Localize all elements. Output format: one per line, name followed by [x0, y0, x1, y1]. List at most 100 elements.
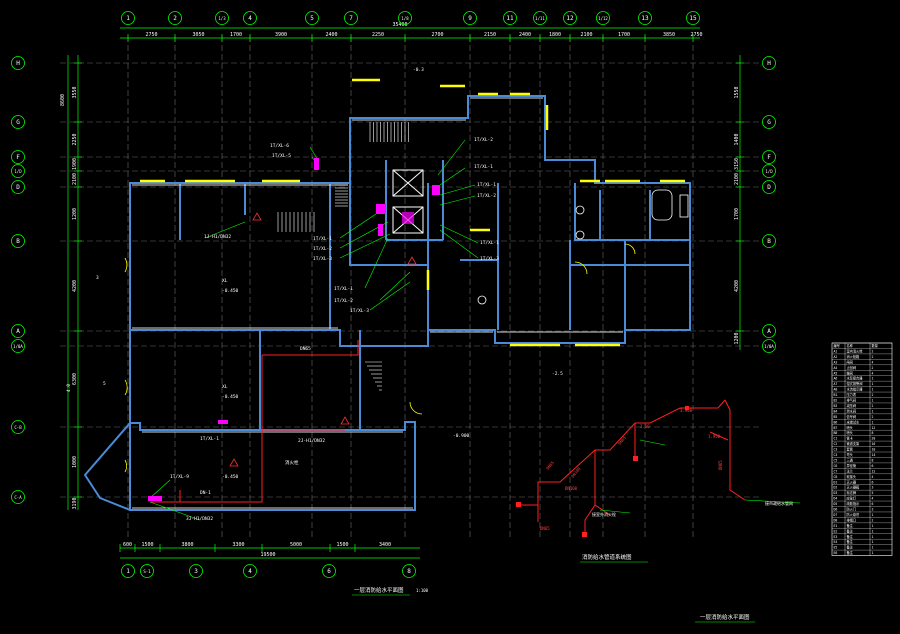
level-label-c: -0.450	[222, 474, 239, 480]
door-2	[124, 379, 128, 396]
axis-top-3-text: 4	[248, 15, 252, 22]
hydrant-3	[402, 212, 414, 224]
axis-left-2: F	[11, 150, 25, 164]
axis-left-9-circle	[11, 490, 25, 504]
legend-cell-17-1: 管卡	[847, 436, 854, 441]
iso-hydrant-2	[582, 532, 587, 537]
legend-cell-1-1: 室内消火栓	[847, 348, 864, 353]
iso-hydrant-1	[516, 502, 521, 507]
legend-cell-12-1: 泄水阀	[847, 408, 857, 413]
legend-cell-11-1: 减压阀	[847, 403, 857, 408]
axis-left-7-text: 1/0A	[13, 344, 23, 349]
hydrant-6	[148, 496, 162, 501]
legend-cell-9-0: B1	[834, 393, 838, 397]
door-4	[409, 401, 423, 415]
riser-label-1e: 1T/XL-1	[480, 240, 499, 246]
white-wall-accents	[132, 97, 623, 509]
legend-cell-32-2: 2	[872, 518, 874, 522]
dim-left-value-2: 1900	[72, 158, 78, 170]
legend-cell-9-1: 压力表	[847, 392, 857, 397]
dim-left-value-7: 1000	[72, 456, 78, 468]
iso-label-2: DN100	[570, 466, 582, 479]
warning-triangle-2	[407, 256, 417, 265]
axis-left-0: H	[11, 56, 25, 70]
plan-fire-pipes	[150, 340, 359, 503]
legend-cell-18-0: C2	[834, 442, 838, 446]
axis-right-0-circle	[762, 56, 776, 70]
legend-cell-6-0: A6	[834, 377, 838, 381]
axis-right-5: B	[762, 234, 776, 248]
legend-frame	[831, 342, 893, 556]
legend-cell-27-0: D3	[834, 491, 838, 495]
axis-top-13-text: 15	[689, 15, 697, 22]
leader-8	[369, 281, 411, 311]
legend-cell-20-1: 弯头	[847, 452, 854, 457]
axis-bottom-4: 6	[322, 564, 336, 578]
wall-accent-2	[352, 97, 623, 333]
axis-top-1-circle	[168, 11, 182, 25]
level-label-b: -0.450	[222, 394, 239, 400]
axis-bottom-2-text: 3	[194, 568, 198, 575]
axis-left-7-circle	[11, 339, 25, 353]
leader-7	[379, 271, 411, 301]
axis-right-0: H	[762, 56, 776, 70]
legend-cell-34-0: E2	[834, 529, 838, 533]
riser-label-3b: 1T/XL-3	[350, 308, 369, 314]
legend-cell-21-1: 三通	[847, 457, 854, 462]
dim-top-value-4: 2400	[325, 32, 337, 38]
axis-bottom-2: 3	[189, 564, 203, 578]
legend-cell-30-0: D6	[834, 508, 838, 512]
pipe-note: DN65	[300, 346, 311, 352]
axis-left-4: D	[11, 180, 25, 194]
dim-bottom-value-6: 3400	[379, 542, 391, 548]
legend-cell-27-1: 标志牌	[847, 490, 857, 495]
riser-label-2d: 1T/XL-2	[477, 193, 496, 199]
dim-left-value-4: 1200	[72, 208, 78, 220]
legend-cell-13-1: 信号阀	[847, 414, 857, 419]
dim-top-value-6: 2700	[431, 32, 443, 38]
legend-cell-37-0: E5	[834, 546, 838, 550]
wall-internal-3	[349, 160, 444, 266]
legend-cell-37-1: 备注	[847, 545, 854, 550]
riser-label-1a: 1T/XL-1	[313, 236, 332, 242]
axis-top-13-circle	[686, 11, 700, 25]
iso-notes: 接市政给水管网 接室外消火栓	[592, 500, 793, 517]
legend-cell-29-1: 疏散指示	[847, 501, 860, 506]
dim-top-value-9: 1800	[549, 32, 561, 38]
dim-top-value-0: 2750	[145, 32, 157, 38]
legend-cell-29-2: 6	[872, 502, 874, 506]
axis-top-10: 12	[563, 11, 577, 25]
dim-top-value-13: 2750	[690, 32, 702, 38]
riser-label-5: 1T/XL-5	[272, 153, 291, 159]
axis-left-0-text: H	[16, 60, 20, 67]
door-5	[574, 261, 588, 275]
plan-title: 一层消防给水平面图	[354, 586, 404, 594]
legend-cell-16-1: 喷头	[847, 430, 854, 435]
warning-triangle-4	[229, 458, 239, 467]
legend-cell-6-2: 1	[872, 377, 874, 381]
legend-cell-25-1: 灭火器	[847, 480, 857, 484]
legend-cell-5-0: A5	[834, 371, 838, 375]
door-6	[624, 243, 636, 255]
axis-right-4: D	[762, 180, 776, 194]
dim-top-value-12: 3850	[663, 32, 675, 38]
legend-cell-3-2: 4	[872, 360, 874, 364]
axis-bottom-5-circle	[402, 564, 416, 578]
axis-top-11-text: 1/12	[598, 16, 608, 21]
toilet-2	[477, 295, 487, 305]
legend-cell-10-0: B2	[834, 399, 838, 403]
axis-right-7: 1/0A	[762, 339, 776, 353]
legend-cell-38-1: 备注	[847, 550, 854, 555]
axis-right-2-text: F	[767, 154, 771, 161]
axis-bottom-3-circle	[243, 564, 257, 578]
legend-cell-38-0: E6	[834, 551, 838, 555]
axis-top-1: 2	[168, 11, 182, 25]
axis-bottom-1-circle	[140, 564, 154, 578]
legend-cell-15-2: 12	[872, 426, 876, 430]
axis-top-4-text: 5	[310, 15, 314, 22]
elevator-shaft-2	[392, 206, 424, 234]
dim-bottom-value-3: 3300	[232, 542, 244, 548]
legend-cell-2-1: 消火栓箱	[847, 354, 861, 359]
axis-right-2: F	[762, 150, 776, 164]
door-swings	[124, 243, 636, 473]
